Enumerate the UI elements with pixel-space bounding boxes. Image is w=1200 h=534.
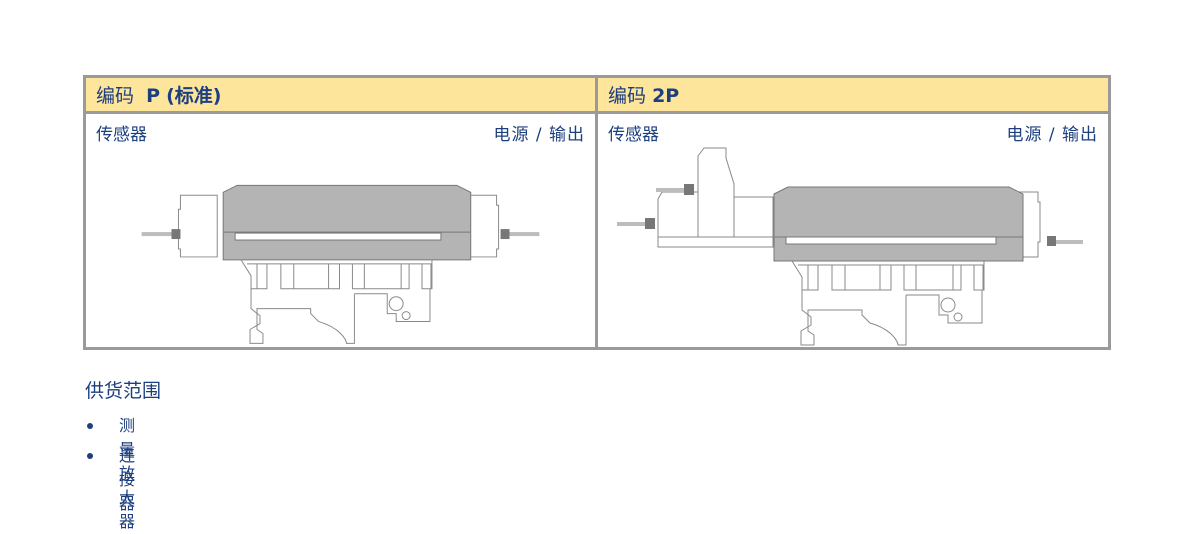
header-code: P: [146, 85, 161, 107]
power-output-label: 电源 / 输出: [1006, 125, 1098, 145]
amplifier-diagram-2p: [617, 147, 1083, 346]
coding-table: 编码 P (标准) 传感器 电源 / 输出: [83, 75, 1111, 350]
sensor-label: 传感器: [608, 125, 659, 145]
header-prefix: 编码: [96, 85, 135, 107]
sensor-label: 传感器: [96, 125, 147, 145]
list-item-text: 连接器: [119, 446, 136, 513]
column-code-p: 编码 P (标准) 传感器 电源 / 输出: [86, 78, 598, 347]
header-prefix: 编码: [608, 85, 647, 107]
scope-of-supply-title: 供货范围: [85, 380, 162, 402]
power-output-label: 电源 / 输出: [493, 125, 585, 145]
header-code: 2P: [652, 85, 680, 107]
bullet-icon: [87, 423, 93, 429]
bullet-icon: [87, 453, 93, 459]
column-header-p: 编码 P (标准): [86, 78, 595, 114]
column-code-2p: 编码 2P 传感器 电源 / 输出: [598, 78, 1108, 347]
header-suffix: (标准): [166, 85, 222, 107]
amplifier-diagram-p: [141, 184, 540, 344]
column-header-2p: 编码 2P: [598, 78, 1108, 114]
